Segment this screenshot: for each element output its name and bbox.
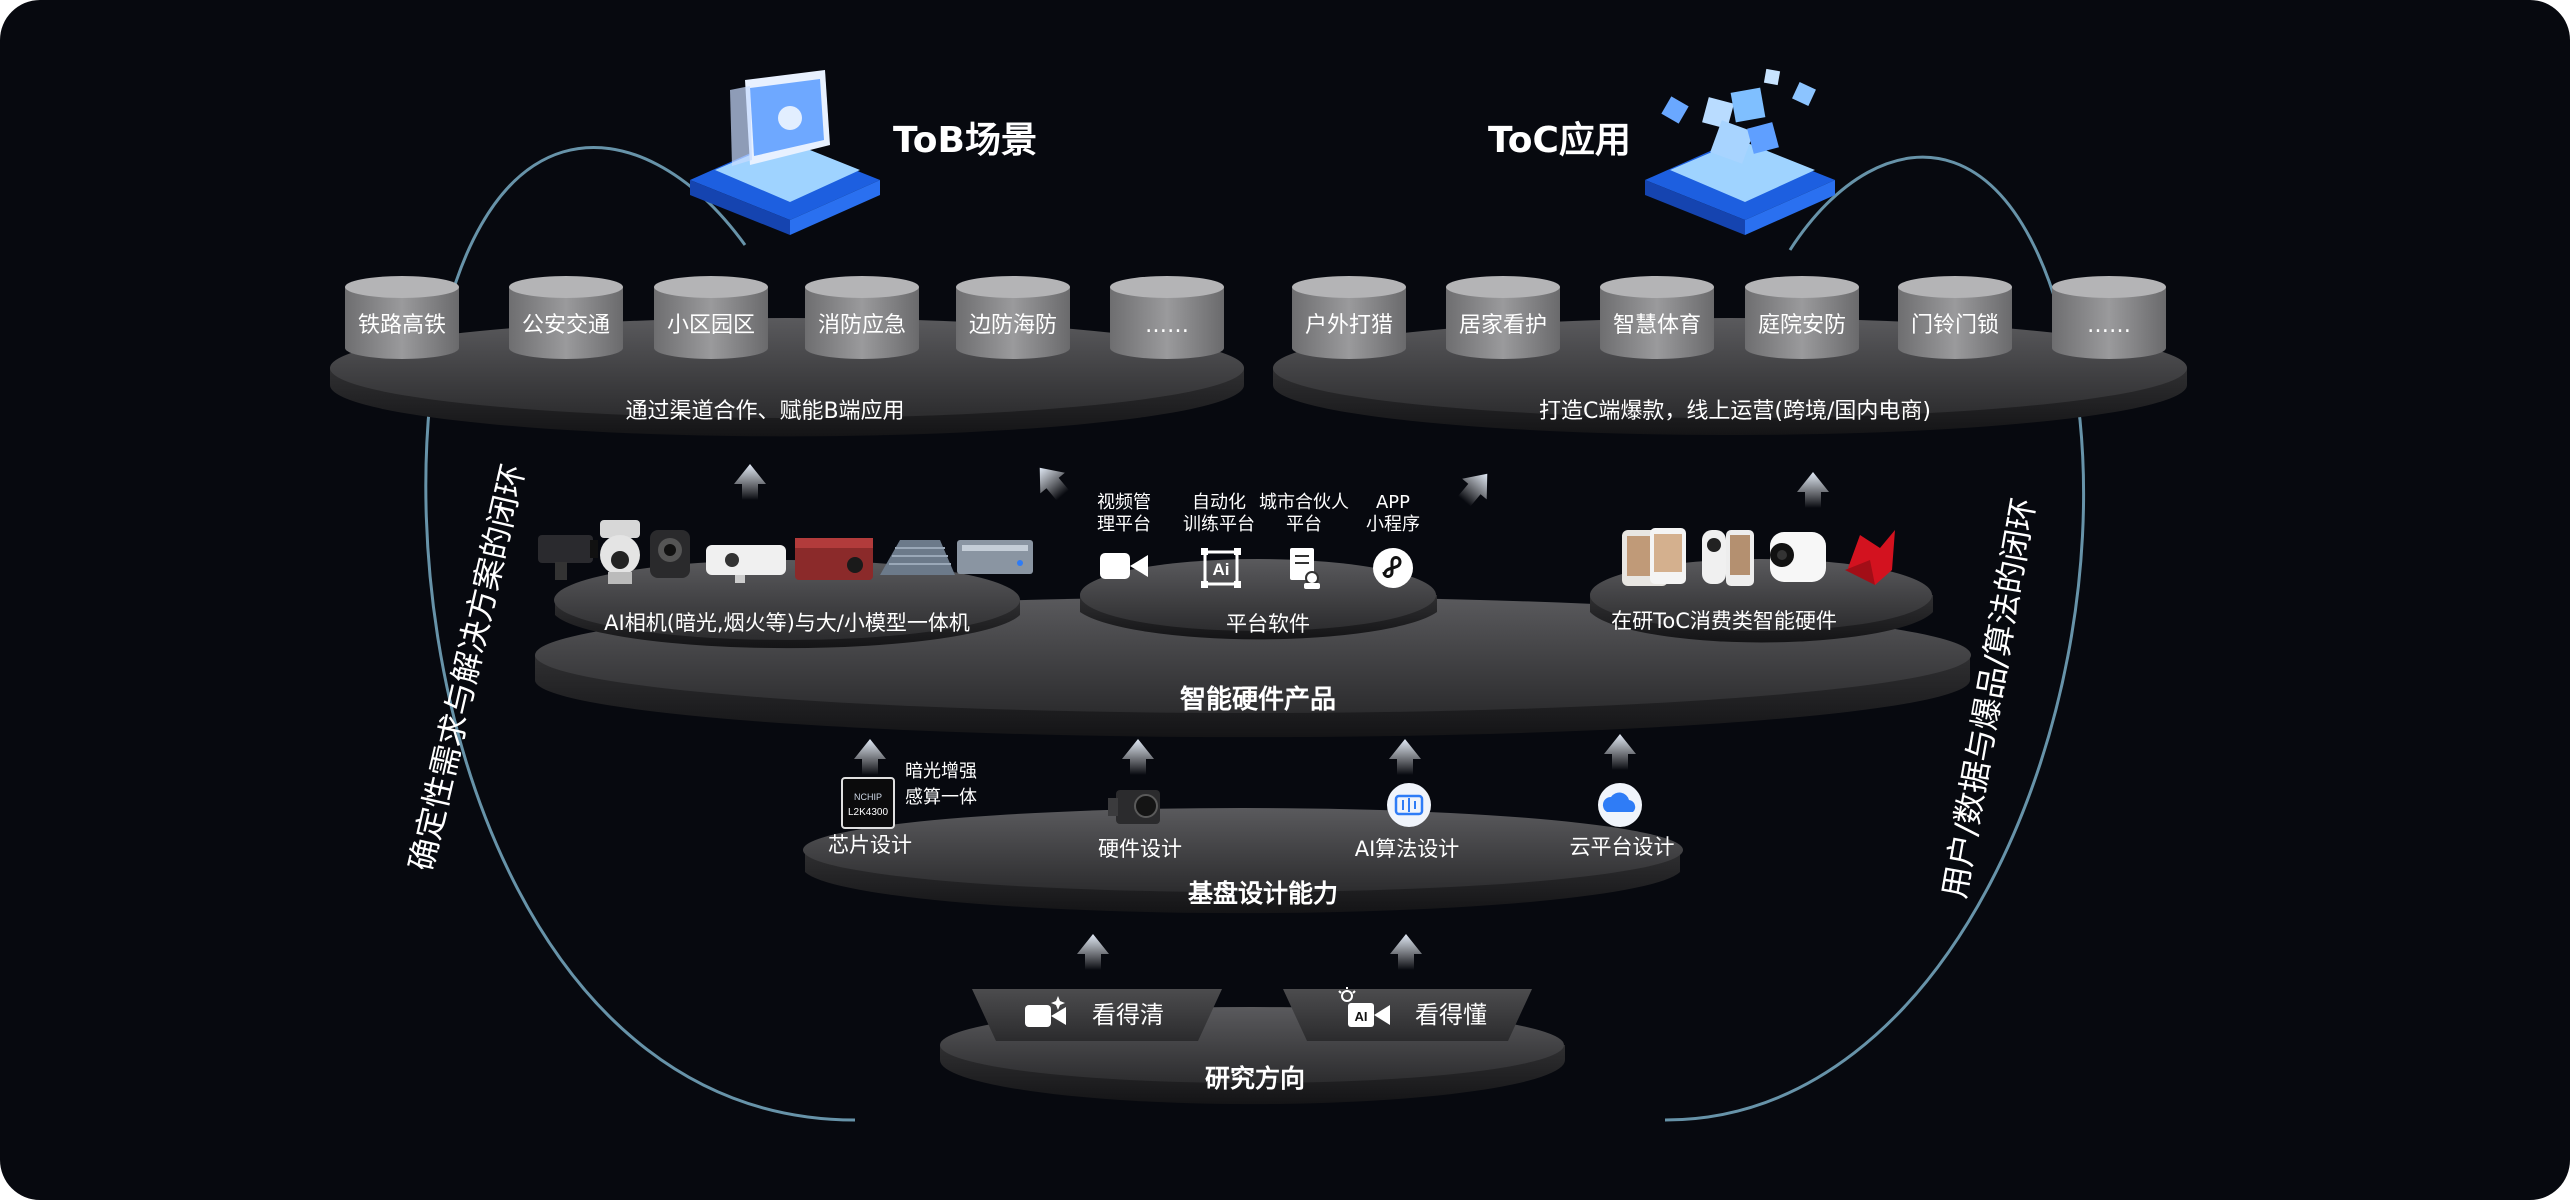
research-item-understand: AI 看得懂	[1283, 987, 1532, 1041]
platform-item-4-line1: APP	[1376, 492, 1410, 513]
platform-label: 平台软件	[1226, 612, 1310, 636]
tob-cylinder-5: 边防海防	[956, 276, 1070, 359]
toc-cylinder-label: 门铃门锁	[1911, 313, 1999, 338]
tob-cylinder-4: 消防应急	[805, 276, 919, 359]
tob-cylinder-label: ……	[1145, 313, 1189, 338]
design-item-cloud: 云平台设计	[1570, 835, 1675, 859]
ptz-camera-icon	[600, 520, 640, 584]
tob-cylinder-label: 铁路高铁	[358, 313, 446, 338]
research-item-clear: 看得清	[972, 989, 1222, 1041]
toc-title: ToC应用	[1488, 120, 1631, 161]
tob-scene-icon	[690, 70, 880, 235]
ai-camera-icon: AI	[1338, 987, 1390, 1027]
tob-cylinder-2: 公安交通	[509, 276, 623, 359]
left-loop-line	[424, 145, 856, 1122]
ai-camera-products	[538, 520, 1033, 584]
toc-cylinder-5: 门铃门锁	[1898, 276, 2012, 359]
toc-cylinder-label: 智慧体育	[1613, 313, 1701, 338]
svg-text:AI: AI	[1355, 1009, 1368, 1024]
chip-model-label: L2K4300	[848, 807, 888, 818]
tob-cylinder-label: 小区园区	[667, 313, 755, 338]
partner-document-icon	[1290, 548, 1320, 589]
ai-camera-label: AI相机(暗光,烟火等)与大/小模型一体机	[604, 611, 970, 635]
chip-note-2: 感算一体	[905, 787, 977, 808]
video-camera-icon	[1100, 553, 1148, 579]
toc-app-icon	[1645, 68, 1835, 235]
indoor-camera-icon	[1702, 530, 1754, 586]
design-base-title: 基盘设计能力	[1188, 879, 1338, 908]
research-base-title: 研究方向	[1205, 1064, 1305, 1093]
toc-cylinder-1: 户外打猎	[1292, 276, 1406, 359]
tob-title: ToB场景	[893, 120, 1037, 161]
chip-note-1: 暗光增强	[905, 761, 977, 782]
consumer-products	[1622, 528, 1895, 586]
design-item-chip: 芯片设计	[828, 833, 912, 857]
camera-module-icon	[1108, 790, 1160, 824]
toc-cylinder-label: 户外打猎	[1305, 313, 1393, 338]
svg-text:NCHIP: NCHIP	[854, 792, 882, 802]
toc-cylinder-label: ……	[2087, 313, 2131, 338]
toc-cylinders: 户外打猎 居家看护 智慧体育 庭院安防 门铃门锁 ……	[1292, 276, 2166, 359]
platform-item-1-line1: 视频管	[1097, 492, 1151, 513]
toc-cylinder-3: 智慧体育	[1600, 276, 1714, 359]
tob-cylinder-3: 小区园区	[654, 276, 768, 359]
ai-chip-icon: Ai	[1201, 548, 1241, 588]
ai-camera-disk	[554, 560, 1020, 649]
design-item-algorithm: AI算法设计	[1355, 837, 1460, 861]
toc-cylinder-label: 居家看护	[1459, 313, 1547, 338]
toc-cylinder-4: 庭院安防	[1745, 276, 1859, 359]
platform-items: 视频管 理平台 自动化 训练平台 Ai 城市合伙人 平台 APP 小程序	[1097, 492, 1420, 589]
right-loop-line	[1664, 155, 2085, 1122]
algorithm-icon	[1387, 783, 1431, 827]
tob-caption: 通过渠道合作、赋能B端应用	[625, 399, 904, 424]
tob-cylinder-label: 公安交通	[522, 313, 610, 338]
research-item-understand-label: 看得懂	[1415, 1001, 1487, 1029]
tob-cylinder-6: ……	[1110, 276, 1224, 359]
platform-item-3-line2: 平台	[1286, 514, 1322, 535]
platform-item-3-line1: 城市合伙人	[1259, 492, 1349, 513]
battery-camera-icon	[1770, 532, 1826, 582]
tob-cylinder-label: 消防应急	[818, 313, 906, 338]
tob-cylinder-1: 铁路高铁	[345, 276, 459, 359]
tob-cylinder-label: 边防海防	[969, 313, 1057, 338]
bullet-camera-icon	[538, 535, 598, 580]
platform-item-2-line1: 自动化	[1192, 492, 1246, 513]
toc-cylinder-2: 居家看护	[1446, 276, 1560, 359]
hardware-base-title: 智能硬件产品	[1180, 684, 1336, 715]
consumer-label: 在研ToC消费类智能硬件	[1611, 609, 1837, 633]
platform-item-1-line2: 理平台	[1097, 514, 1151, 535]
chip-icon: NCHIP L2K4300	[841, 777, 895, 829]
edge-box-icon	[880, 540, 955, 575]
research-item-clear-label: 看得清	[1092, 1001, 1164, 1029]
design-disk	[803, 808, 1683, 914]
toc-cylinder-label: 庭院安防	[1758, 313, 1846, 338]
cloud-icon	[1598, 783, 1642, 827]
camera-sparkle-icon	[1025, 996, 1066, 1027]
platform-item-2-line2: 训练平台	[1183, 514, 1255, 535]
box-camera-icon	[706, 545, 786, 583]
dome-camera-icon	[650, 530, 690, 578]
smart-display-icon	[1622, 528, 1686, 586]
platform-item-4-line2: 小程序	[1366, 514, 1420, 535]
red-gadget-icon	[1845, 530, 1895, 585]
tob-cylinders: 铁路高铁 公安交通 小区园区 消防应急 边防海防 ……	[345, 276, 1224, 359]
svg-text:Ai: Ai	[1213, 560, 1230, 579]
thermal-camera-icon	[795, 538, 873, 580]
toc-cylinder-6: ……	[2052, 276, 2166, 359]
mini-program-icon	[1373, 548, 1413, 588]
toc-caption: 打造C端爆款，线上运营(跨境/国内电商)	[1539, 399, 1931, 424]
platform-disk	[1080, 559, 1437, 640]
server-box-icon	[957, 540, 1033, 574]
design-item-hardware: 硬件设计	[1098, 837, 1182, 861]
